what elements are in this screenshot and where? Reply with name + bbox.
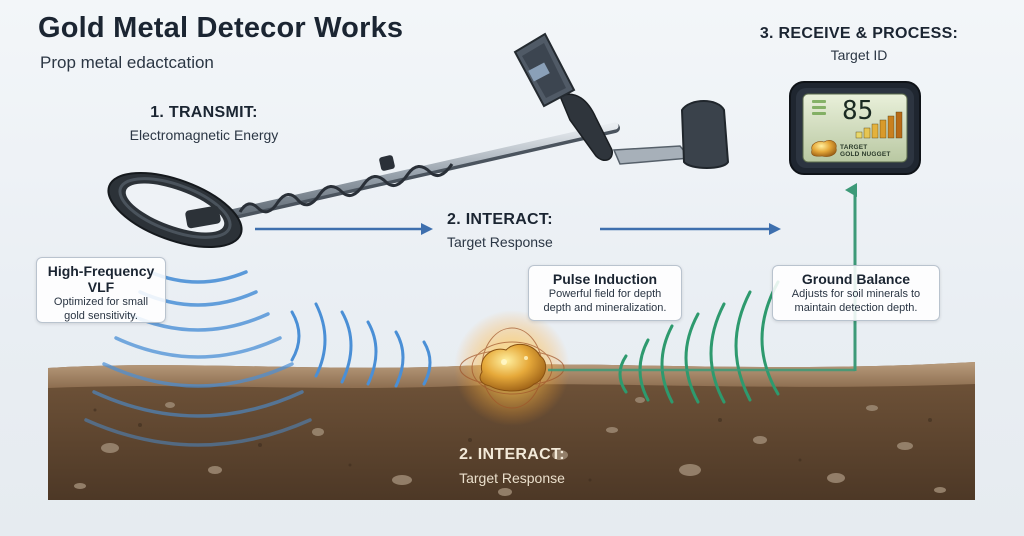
page-subtitle: Prop metal edactcation — [40, 53, 214, 72]
step-receive-caption: Target ID — [830, 47, 888, 63]
signal-bar — [895, 111, 903, 139]
vlf-card-body: Optimized for small gold sensitivity. — [53, 296, 149, 322]
lcd-target-name: GOLD NUGGET — [840, 151, 891, 158]
step-interact-ground-caption: Target Response — [459, 470, 565, 486]
signal-strength-bars — [855, 111, 903, 139]
page-title: Gold Metal Detecor Works — [38, 12, 404, 44]
vlf-card-heading: High-Frequency — [47, 263, 155, 279]
ground-balance-card: Ground Balance Adjusts for soil minerals… — [772, 265, 940, 321]
signal-bar — [879, 119, 887, 139]
gold-nugget-icon — [454, 310, 570, 426]
signal-bar — [863, 127, 871, 139]
step-transmit-caption: Electromagnetic Energy — [129, 127, 279, 143]
step-interact-heading: 2. INTERACT: — [447, 211, 553, 228]
lcd-target-label: TARGET — [840, 144, 868, 151]
pulse-card-heading: Pulse Induction — [552, 271, 658, 287]
step-receive-heading: 3. RECEIVE & PROCESS: — [759, 25, 959, 42]
signal-bar — [871, 123, 879, 139]
vlf-card-subheading: VLF — [87, 279, 115, 295]
vlf-card: High-Frequency VLF Optimized for small g… — [36, 257, 166, 323]
ground-balance-card-heading: Ground Balance — [801, 271, 911, 287]
metal-detector-icon — [107, 32, 730, 248]
signal-bar — [887, 115, 895, 139]
lcd-reading: 85 — [842, 96, 874, 126]
step-interact-caption: Target Response — [447, 234, 553, 250]
signal-bar — [855, 131, 863, 139]
step-interact-ground-heading: 2. INTERACT: — [459, 446, 565, 463]
ground-balance-card-body: Adjusts for soil minerals to maintain de… — [791, 288, 921, 314]
pulse-card-body: Powerful field for depth depth and miner… — [543, 288, 667, 314]
step-transmit-heading: 1. TRANSMIT: — [150, 104, 258, 121]
lcd-display-icon — [789, 81, 921, 175]
pulse-card: Pulse Induction Powerful field for depth… — [528, 265, 682, 321]
